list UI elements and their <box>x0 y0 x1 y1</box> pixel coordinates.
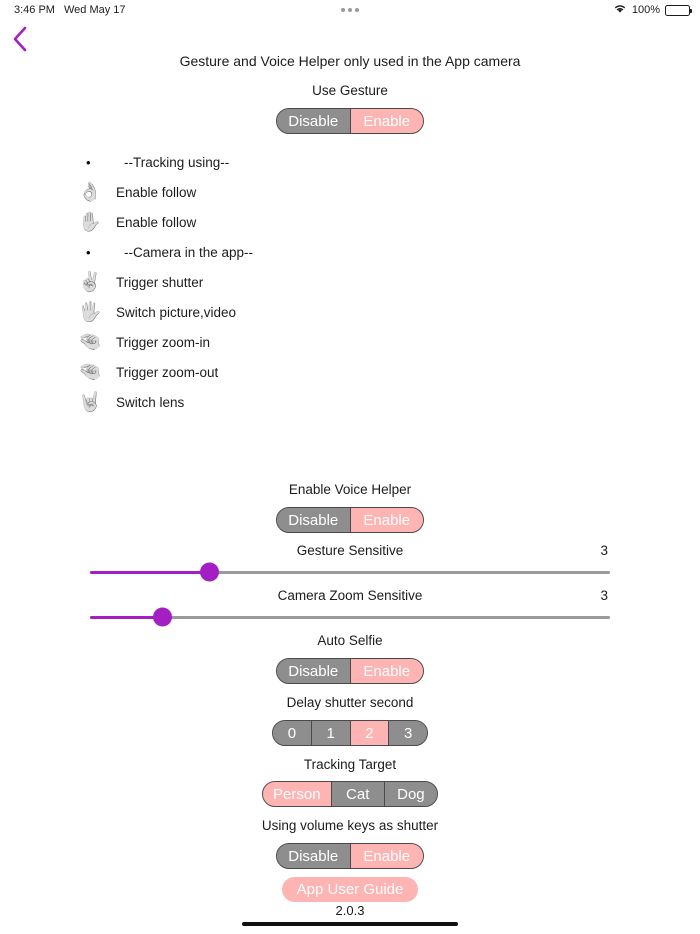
volume-keys-option-disable[interactable]: Disable <box>277 844 351 868</box>
version-label: 2.0.3 <box>335 903 365 918</box>
tracking-target-option-dog[interactable]: Dog <box>384 782 437 806</box>
wifi-icon <box>613 3 627 17</box>
gesture-sensitive-value: 3 <box>600 543 608 558</box>
list-item: 👌 Enable follow <box>78 177 498 207</box>
gesture-list: • --Tracking using-- 👌 Enable follow ✋ E… <box>78 147 498 417</box>
list-item-label: Switch picture,video <box>116 304 237 320</box>
delay-shutter-option-3[interactable]: 3 <box>389 721 427 745</box>
list-item: ✌ Trigger shutter <box>78 267 498 297</box>
list-item: • --Camera in the app-- <box>78 237 498 267</box>
auto-selfie-option-enable[interactable]: Enable <box>350 659 423 683</box>
ok-hand-icon: 👌 <box>78 181 102 203</box>
use-gesture-label: Use Gesture <box>312 83 388 98</box>
bullet-icon: • <box>86 154 91 170</box>
list-item: ✋ Enable follow <box>78 207 498 237</box>
tracking-target-label: Tracking Target <box>303 757 397 772</box>
camera-zoom-sensitive-value: 3 <box>600 588 608 603</box>
bullet-icon: • <box>86 244 91 260</box>
status-bar-right: 100% <box>613 3 692 17</box>
gesture-sensitive-slider[interactable] <box>90 562 610 582</box>
gesture-sensitive-slider-track[interactable] <box>90 562 610 582</box>
volume-keys-segmented-control[interactable]: Disable Enable <box>0 843 700 869</box>
tracking-target-option-cat[interactable]: Cat <box>331 782 385 806</box>
victory-hand-icon: ✌ <box>78 271 102 293</box>
use-gesture-option-enable[interactable]: Enable <box>350 109 423 133</box>
camera-zoom-sensitive-slider[interactable] <box>90 607 610 627</box>
chevron-left-icon <box>13 26 27 52</box>
three-fingers-hand-icon: 🖐 <box>78 301 102 323</box>
battery-percent-label: 100% <box>631 4 660 16</box>
list-item-label: --Camera in the app-- <box>124 244 254 260</box>
camera-zoom-sensitive-slider-track[interactable] <box>90 607 610 627</box>
list-item-label: Enable follow <box>116 184 197 200</box>
list-item: 🖐 Switch picture,video <box>78 297 498 327</box>
list-item-label: Switch lens <box>116 394 185 410</box>
pinch-close-hand-icon: 🤏 <box>78 361 102 383</box>
list-item: • --Tracking using-- <box>78 147 498 177</box>
voice-helper-label: Enable Voice Helper <box>288 482 412 497</box>
battery-icon <box>665 4 692 16</box>
auto-selfie-option-disable[interactable]: Disable <box>277 659 351 683</box>
list-item: 🤘 Switch lens <box>78 387 498 417</box>
list-item: 🤏 Trigger zoom-out <box>78 357 498 387</box>
auto-selfie-label: Auto Selfie <box>317 633 383 648</box>
status-bar-center <box>0 8 700 12</box>
page-title: Gesture and Voice Helper only used in th… <box>179 53 521 69</box>
gesture-sensitive-slider-thumb[interactable] <box>200 562 220 582</box>
auto-selfie-segmented-control[interactable]: Disable Enable <box>0 658 700 684</box>
status-bar: 3:46 PM Wed May 17 100% <box>0 0 700 20</box>
camera-zoom-sensitive-label: Camera Zoom Sensitive <box>277 588 423 603</box>
pinch-open-hand-icon: 🤏 <box>78 331 102 353</box>
status-date: Wed May 17 <box>63 4 126 16</box>
delay-shutter-option-2[interactable]: 2 <box>350 721 390 745</box>
list-item-label: --Tracking using-- <box>124 154 230 170</box>
camera-zoom-sensitive-slider-thumb[interactable] <box>153 607 173 627</box>
gesture-sensitive-label: Gesture Sensitive <box>296 543 404 558</box>
delay-shutter-label: Delay shutter second <box>286 695 414 710</box>
voice-helper-option-enable[interactable]: Enable <box>350 508 423 532</box>
delay-shutter-option-0[interactable]: 0 <box>273 721 312 745</box>
volume-keys-option-enable[interactable]: Enable <box>350 844 423 868</box>
tracking-target-option-person[interactable]: Person <box>263 782 332 806</box>
status-bar-left: 3:46 PM Wed May 17 <box>14 4 126 16</box>
delay-shutter-segmented-control[interactable]: 0 1 2 3 <box>0 720 700 746</box>
volume-keys-label: Using volume keys as shutter <box>261 818 439 833</box>
raised-hand-icon: ✋ <box>78 211 102 233</box>
horns-hand-icon: 🤘 <box>78 391 102 413</box>
home-indicator[interactable] <box>242 922 458 926</box>
app-user-guide-button[interactable]: App User Guide <box>282 877 418 902</box>
use-gesture-segmented-control[interactable]: Disable Enable <box>0 108 700 134</box>
delay-shutter-option-1[interactable]: 1 <box>311 721 351 745</box>
tracking-target-segmented-control[interactable]: Person Cat Dog <box>0 781 700 807</box>
list-item-label: Enable follow <box>116 214 197 230</box>
gesture-sensitive-slider-fill <box>90 570 210 574</box>
list-item-label: Trigger shutter <box>116 274 204 290</box>
voice-helper-option-disable[interactable]: Disable <box>277 508 351 532</box>
multitask-dots-icon[interactable] <box>341 8 359 12</box>
list-item: 🤏 Trigger zoom-in <box>78 327 498 357</box>
voice-helper-segmented-control[interactable]: Disable Enable <box>0 507 700 533</box>
list-item-label: Trigger zoom-out <box>116 364 219 380</box>
list-item-label: Trigger zoom-in <box>116 334 211 350</box>
status-time: 3:46 PM <box>14 4 55 16</box>
use-gesture-option-disable[interactable]: Disable <box>277 109 351 133</box>
back-button[interactable] <box>4 24 36 54</box>
camera-zoom-sensitive-slider-fill <box>90 615 163 619</box>
